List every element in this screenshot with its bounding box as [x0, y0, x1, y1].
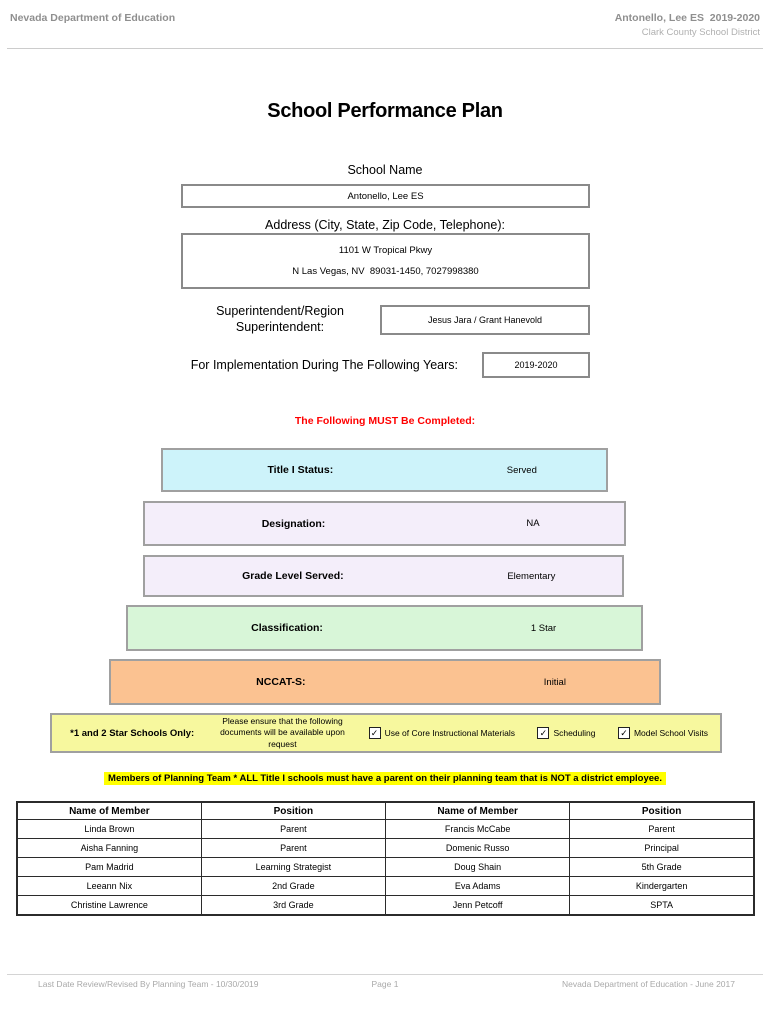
- implementation-years-label: For Implementation During The Following …: [190, 358, 458, 372]
- checkbox-label: Model School Visits: [633, 728, 708, 738]
- checkbox-icon[interactable]: ✓: [368, 727, 381, 739]
- checkbox-scheduling[interactable]: ✓Scheduling: [537, 727, 596, 739]
- school-name-label: School Name: [347, 163, 423, 177]
- checkbox-label: Use of Core Instructional Materials: [384, 728, 515, 738]
- implementation-years-field[interactable]: 2019-2020: [482, 352, 590, 378]
- table-cell: Leeann Nix: [16, 876, 202, 896]
- header-divider: [7, 48, 763, 49]
- checkbox-model-school-visits[interactable]: ✓Model School Visits: [617, 727, 708, 739]
- status-label: Title I Status:: [267, 464, 334, 476]
- status-value[interactable]: 1 Star: [530, 622, 557, 634]
- checkbox-icon[interactable]: ✓: [537, 727, 550, 739]
- star-schools-label: *1 and 2 Star Schools Only:: [70, 727, 195, 739]
- table-cell: Parent: [200, 819, 387, 839]
- checkbox-group: ✓Use of Core Instructional Materials✓Sch…: [353, 727, 720, 739]
- implementation-years-value: 2019-2020: [514, 360, 558, 370]
- address-line-1: 1101 W Tropical Pkwy: [338, 245, 433, 256]
- must-complete-notice: The Following MUST Be Completed:: [294, 415, 476, 427]
- table-cell: 3rd Grade: [200, 895, 387, 916]
- status-row-title-i-status: Title I Status: Served: [161, 448, 608, 492]
- table-header-cell: Position: [200, 801, 387, 820]
- footer-divider: [7, 974, 763, 975]
- table-cell: Christine Lawrence: [16, 895, 202, 916]
- table-cell: Domenic Russo: [384, 838, 571, 858]
- table-cell: Doug Shain: [384, 857, 571, 877]
- status-label: Designation:: [261, 517, 326, 530]
- address-label: Address (City, State, Zip Code, Telephon…: [265, 218, 505, 232]
- footer-department: Nevada Department of Education - June 20…: [562, 979, 735, 989]
- status-row-nccat-s: NCCAT-S: Initial: [109, 659, 661, 705]
- table-cell: 2nd Grade: [200, 876, 387, 896]
- superintendent-value: Jesus Jara / Grant Hanevold: [427, 315, 543, 325]
- status-value[interactable]: Initial: [543, 676, 566, 688]
- status-row-designation: Designation: NA: [143, 501, 626, 546]
- status-value[interactable]: NA: [526, 518, 540, 529]
- planning-note-wrap: Members of Planning Team * ALL Title I s…: [0, 768, 770, 786]
- header-school-year-text: Antonello, Lee ES 2019-2020: [614, 12, 760, 24]
- table-header-cell: Position: [569, 801, 755, 820]
- header-district-text: Clark County School District: [641, 27, 760, 38]
- table-cell: Pam Madrid: [16, 857, 202, 877]
- status-label: Classification:: [251, 622, 323, 634]
- table-cell: Learning Strategist: [200, 857, 387, 877]
- status-value[interactable]: Elementary: [507, 570, 556, 582]
- table-header-cell: Name of Member: [384, 801, 571, 820]
- table-cell: Linda Brown: [16, 819, 202, 839]
- star-schools-box: *1 and 2 Star Schools Only: Please ensur…: [50, 713, 722, 753]
- table-cell: Aisha Fanning: [16, 838, 202, 858]
- table-cell: Kindergarten: [569, 876, 755, 896]
- checkbox-icon[interactable]: ✓: [617, 727, 630, 739]
- table-header-cell: Name of Member: [16, 801, 202, 820]
- table-cell: SPTA: [569, 895, 755, 916]
- school-name-value: Antonello, Lee ES: [347, 190, 424, 202]
- footer-page-number: Page 1: [371, 979, 399, 989]
- address-line-2: N Las Vegas, NV 89031-1450, 7027998380: [292, 266, 479, 277]
- table-cell: 5th Grade: [569, 857, 755, 877]
- checkbox-label: Scheduling: [553, 728, 596, 738]
- superintendent-label: Superintendent/Region Superintendent:: [216, 304, 344, 335]
- checkbox-use-of-core-instructional-materials[interactable]: ✓Use of Core Instructional Materials: [368, 727, 515, 739]
- status-row-classification: Classification: 1 Star: [126, 605, 643, 651]
- superintendent-field[interactable]: Jesus Jara / Grant Hanevold: [380, 305, 590, 335]
- star-schools-note: Please ensure that the following documen…: [220, 715, 345, 749]
- status-label: Grade Level Served:: [242, 570, 344, 582]
- status-row-grade-level-served: Grade Level Served: Elementary: [143, 555, 624, 597]
- planning-team-note: Members of Planning Team * ALL Title I s…: [104, 772, 666, 785]
- footer-review-date: Last Date Review/Revised By Planning Tea…: [38, 979, 259, 989]
- header-department-text: Nevada Department of Education: [10, 12, 176, 24]
- table-cell: Parent: [569, 819, 755, 839]
- status-label: NCCAT-S:: [256, 676, 306, 688]
- table-cell: Parent: [200, 838, 387, 858]
- table-cell: Eva Adams: [384, 876, 571, 896]
- school-name-field[interactable]: Antonello, Lee ES: [181, 184, 590, 208]
- table-cell: Principal: [569, 838, 755, 858]
- table-cell: Francis McCabe: [384, 819, 571, 839]
- table-cell: Jenn Petcoff: [384, 895, 571, 916]
- status-value[interactable]: Served: [506, 464, 537, 476]
- address-field[interactable]: 1101 W Tropical Pkwy N Las Vegas, NV 890…: [181, 233, 590, 289]
- page-title: School Performance Plan: [267, 100, 503, 122]
